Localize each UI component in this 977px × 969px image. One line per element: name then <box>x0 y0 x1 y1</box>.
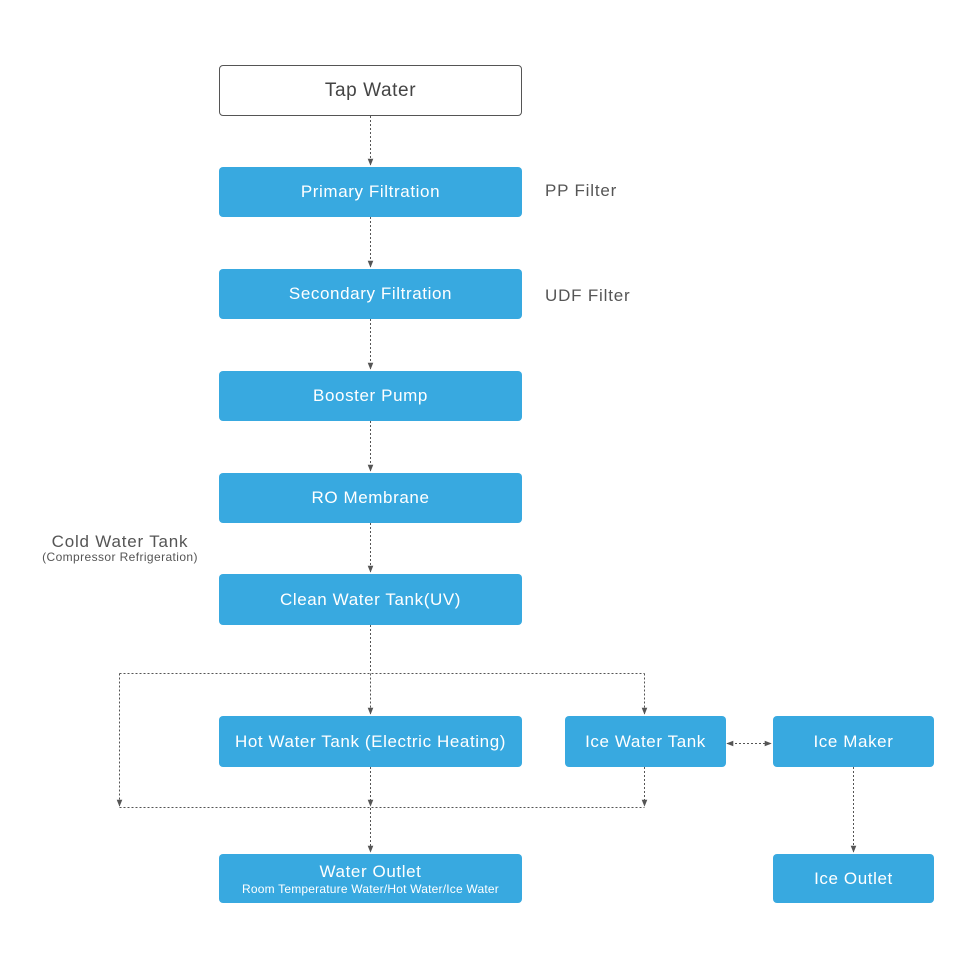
node-clean-water-tank: Clean Water Tank(UV) <box>219 574 522 625</box>
node-primary-filtration: Primary Filtration <box>219 167 522 217</box>
node-ice-maker: Ice Maker <box>773 716 934 767</box>
node-primary-filtration-label: Primary Filtration <box>300 182 441 201</box>
node-ice-maker-label: Ice Maker <box>813 731 894 751</box>
annotation-udf-filter: UDF Filter <box>545 286 631 305</box>
node-clean-water-tank-label: Clean Water Tank(UV) <box>279 589 462 609</box>
node-secondary-filtration-label: Secondary Filtration <box>288 284 453 303</box>
node-ice-outlet-label: Ice Outlet <box>814 868 893 888</box>
node-hot-water-tank: Hot Water Tank (Electric Heating) <box>219 716 522 767</box>
node-water-outlet-sublabel: Room Temperature Water/Hot Water/Ice Wat… <box>242 881 499 896</box>
node-ro-membrane: RO Membrane <box>219 473 522 523</box>
annotation-cold-water-tank: Cold Water Tank (Compressor Refrigeratio… <box>20 532 220 564</box>
node-water-outlet-label: Water Outlet <box>319 861 422 881</box>
node-tap-water-label: Tap Water <box>324 79 417 101</box>
node-ice-outlet: Ice Outlet <box>773 854 934 903</box>
node-water-outlet: Water Outlet Room Temperature Water/Hot … <box>219 854 522 903</box>
annotation-cold-water-tank-label: Cold Water Tank <box>51 532 189 551</box>
node-ice-water-tank-label: Ice Water Tank <box>585 731 706 751</box>
node-booster-pump: Booster Pump <box>219 371 522 421</box>
node-booster-pump-label: Booster Pump <box>313 386 428 405</box>
annotation-cold-water-tank-sublabel: (Compressor Refrigeration) <box>42 550 198 564</box>
node-tap-water: Tap Water <box>219 65 522 116</box>
node-ro-membrane-label: RO Membrane <box>311 488 430 507</box>
annotation-pp-filter: PP Filter <box>545 181 618 200</box>
node-ice-water-tank: Ice Water Tank <box>565 716 726 767</box>
node-hot-water-tank-label: Hot Water Tank (Electric Heating) <box>234 731 507 751</box>
node-secondary-filtration: Secondary Filtration <box>219 269 522 319</box>
